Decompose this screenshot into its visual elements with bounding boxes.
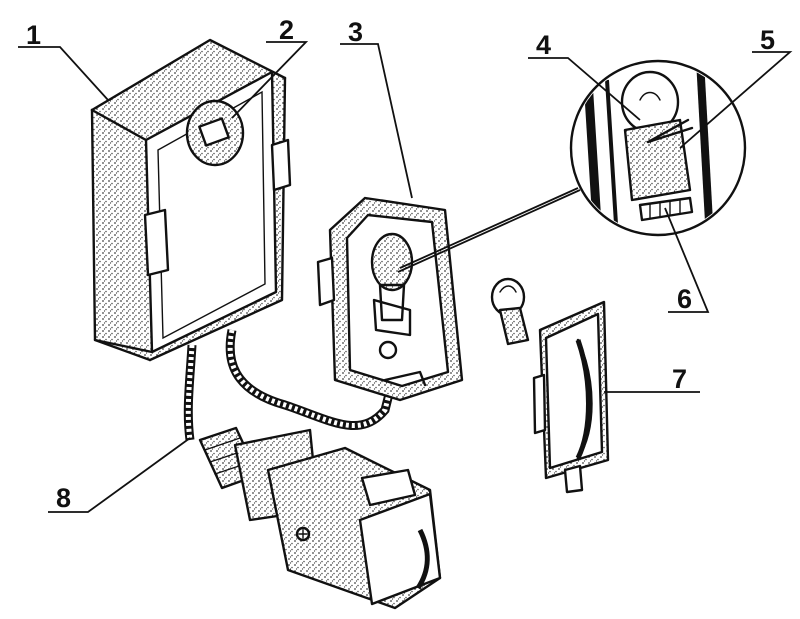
label-2: 2 (279, 15, 294, 45)
label-1: 1 (26, 20, 41, 50)
label-6: 6 (677, 284, 692, 314)
label-8: 8 (56, 483, 71, 513)
detail-circle (397, 59, 747, 273)
label-7: 7 (672, 364, 687, 394)
cover-plate (532, 300, 610, 494)
label-leaders (18, 41, 793, 513)
part-labels: 1 2 3 4 5 6 7 8 (26, 15, 775, 513)
label-4: 4 (536, 30, 551, 60)
lamp-housing (90, 38, 292, 362)
cable-plug (198, 426, 442, 610)
spare-bulb (490, 277, 530, 346)
label-3: 3 (348, 17, 363, 47)
plus-icon (295, 526, 311, 542)
housing-lens-window (185, 99, 245, 167)
lamp-socket-bracket (316, 196, 464, 402)
label-5: 5 (760, 25, 775, 55)
cable (183, 329, 395, 441)
